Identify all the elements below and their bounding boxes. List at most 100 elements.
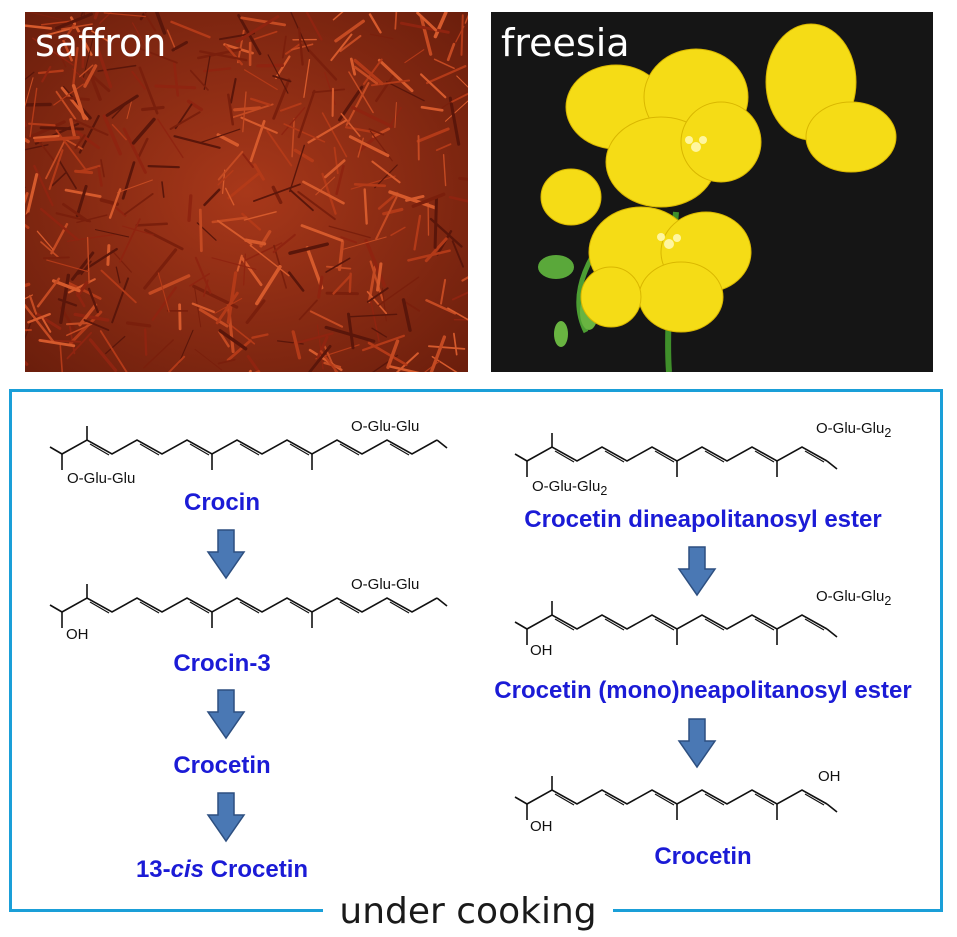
saffron-thread <box>131 70 147 90</box>
saffron-thread <box>154 84 197 90</box>
double-bond <box>804 793 825 806</box>
saffron-thread <box>41 316 52 333</box>
saffron-thread <box>125 321 152 328</box>
saffron-thread <box>138 66 159 115</box>
saffron-thread <box>240 16 287 27</box>
saffron-thread <box>334 19 365 43</box>
double-bond <box>389 601 410 614</box>
saffron-thread <box>435 143 452 152</box>
saffron-thread <box>287 271 305 292</box>
double-bond <box>139 443 160 456</box>
saffron-thread <box>144 328 148 356</box>
saffron-thread <box>202 279 209 298</box>
saffron-thread <box>99 12 113 24</box>
saffron-photo: saffron <box>25 12 468 372</box>
saffron-thread <box>217 169 234 186</box>
saffron-thread <box>226 339 252 362</box>
saffron-thread <box>25 223 30 229</box>
saffron-thread <box>131 22 152 58</box>
saffron-thread <box>369 33 394 40</box>
crocetin-left-name: Crocetin <box>173 752 271 779</box>
carbonyl-bond <box>514 796 528 805</box>
double-bond <box>704 450 725 463</box>
saffron-thread <box>281 35 287 59</box>
saffron-thread <box>65 321 91 326</box>
double-bond <box>754 450 775 463</box>
saffron-thread <box>246 355 261 372</box>
saffron-thread <box>279 102 302 112</box>
saffron-thread <box>328 225 371 239</box>
saffron-thread <box>267 54 289 94</box>
saffron-thread <box>448 195 468 203</box>
saffron-thread <box>25 192 29 205</box>
double-bond <box>189 601 210 614</box>
mononeapolitanosyl-oh: OH <box>530 642 553 659</box>
saffron-thread <box>40 241 59 258</box>
saffron-thread <box>197 48 241 60</box>
saffron-thread <box>169 111 201 130</box>
crocetin-mononeapolitanosyl-ester-name: Crocetin (mono)neapolitanosyl ester <box>494 677 912 704</box>
saffron-thread <box>228 322 256 345</box>
saffron-thread <box>242 91 247 133</box>
saffron-thread <box>377 276 420 307</box>
saffron-thread <box>297 27 304 66</box>
saffron-thread <box>143 339 174 369</box>
saffron-thread <box>371 127 391 138</box>
saffron-thread <box>272 78 291 120</box>
saffron-thread <box>32 37 74 66</box>
saffron-thread <box>189 273 211 287</box>
double-bond <box>89 601 110 614</box>
saffron-thread <box>353 65 379 85</box>
saffron-thread <box>255 264 282 306</box>
double-bond <box>239 443 260 456</box>
saffron-thread <box>88 338 118 372</box>
saffron-thread <box>99 330 128 372</box>
saffron-thread <box>404 49 425 64</box>
saffron-thread <box>203 55 211 90</box>
saffron-thread <box>76 281 89 297</box>
carbonyl-bond <box>514 621 528 630</box>
crocetin-right-structure <box>514 776 838 820</box>
saffron-thread <box>298 299 318 321</box>
saffron-thread <box>75 184 88 218</box>
saffron-thread <box>291 330 302 360</box>
saffron-thread <box>309 310 344 328</box>
saffron-thread <box>227 93 235 126</box>
saffron-thread <box>371 160 401 184</box>
saffron-thread <box>52 279 81 293</box>
saffron-thread <box>178 303 182 331</box>
saffron-thread <box>244 69 278 91</box>
saffron-thread <box>293 148 314 163</box>
saffron-thread <box>394 102 397 128</box>
saffron-thread <box>447 307 468 321</box>
saffron-thread <box>458 176 468 181</box>
saffron-thread <box>456 75 468 88</box>
saffron-thread <box>420 105 444 112</box>
saffron-thread <box>291 118 296 158</box>
crocin-name: Crocin <box>183 489 260 516</box>
saffron-thread <box>34 135 80 143</box>
saffron-thread <box>253 163 265 181</box>
saffron-thread <box>121 161 136 200</box>
saffron-thread <box>25 77 34 108</box>
saffron-thread <box>249 244 290 277</box>
saffron-thread <box>51 172 67 187</box>
saffron-thread <box>40 19 76 26</box>
saffron-thread <box>25 24 53 30</box>
saffron-texture <box>25 12 468 372</box>
saffron-thread <box>89 74 102 101</box>
saffron-thread <box>229 77 237 104</box>
saffron-thread <box>445 100 468 122</box>
saffron-thread <box>368 13 382 34</box>
saffron-thread <box>59 344 64 372</box>
saffron-thread <box>148 274 191 295</box>
saffron-thread <box>143 12 157 32</box>
saffron-thread <box>78 303 98 327</box>
saffron-thread <box>374 164 398 189</box>
saffron-thread <box>362 334 405 352</box>
mononeapolitanosyl-top-substituent: O-Glu-Glu2 <box>816 588 892 608</box>
saffron-thread <box>407 249 451 262</box>
carbonyl-bond <box>826 460 838 470</box>
saffron-thread <box>69 16 93 56</box>
saffron-thread <box>166 29 177 51</box>
